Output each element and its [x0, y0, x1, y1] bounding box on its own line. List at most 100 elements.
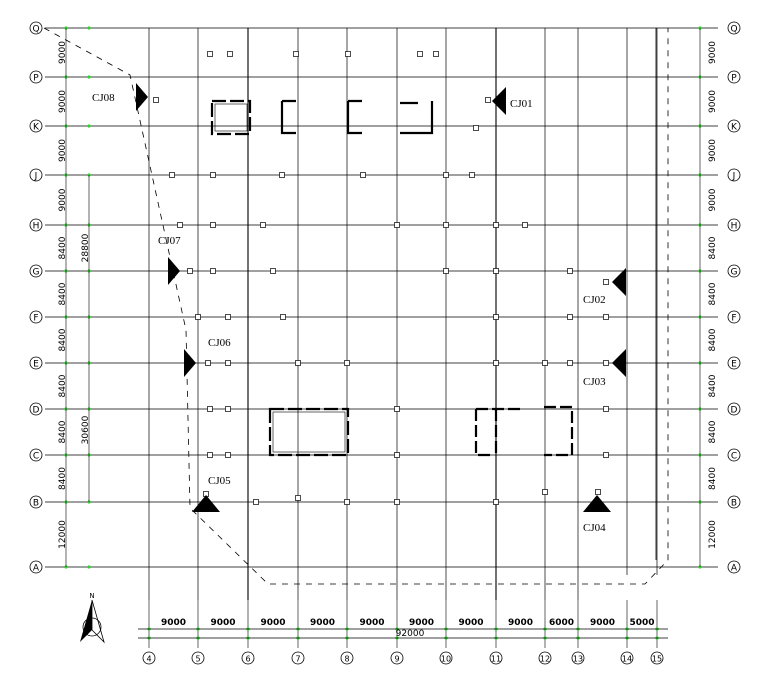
axis-label-right-H: H: [731, 222, 738, 232]
axis-label-right-E: E: [731, 360, 737, 370]
row-spacing-left: 9000: [58, 90, 68, 113]
column-marker: [207, 51, 213, 57]
axis-label-left-B: B: [33, 499, 39, 509]
column-marker: [443, 222, 449, 228]
axis-bubble-left-K: [29, 119, 43, 133]
axis-label-left-E: E: [33, 360, 39, 370]
row-spacing-right: 8400: [708, 374, 718, 397]
overall-dim-left-lower: 30600: [81, 415, 91, 444]
axis-bubble-left-J: [29, 168, 43, 182]
axis-bubble-left-E: [29, 356, 43, 370]
column-marker: [493, 360, 499, 366]
axis-bubble-bottom-7: [291, 651, 305, 665]
column-spacing: 9000: [508, 618, 533, 628]
column-marker: [603, 360, 609, 366]
north-arrow-left-half: [80, 600, 92, 642]
axis-bubble-right-C: [727, 448, 741, 462]
row-spacing-right: 12000: [708, 520, 718, 549]
column-marker: [153, 97, 159, 103]
axis-label-right-Q: Q: [730, 25, 737, 35]
axis-label-left-Q: Q: [32, 25, 39, 35]
column-marker: [567, 268, 573, 274]
row-spacing-left: 9000: [58, 139, 68, 162]
column-spacing: 6000: [549, 618, 574, 628]
axis-label-left-F: F: [33, 314, 38, 324]
settlement-marker-cj04: [583, 495, 611, 512]
row-spacing-left: 8400: [58, 467, 68, 490]
axis-bubble-bottom-8: [340, 651, 354, 665]
axis-label-right-K: K: [731, 123, 738, 133]
axis-label-bottom-4: 4: [146, 655, 151, 664]
total-width: 92000: [396, 629, 425, 639]
axis-bubble-left-C: [29, 448, 43, 462]
column-marker: [187, 268, 193, 274]
axis-bubble-right-J: [727, 168, 741, 182]
north-label: N: [89, 592, 94, 600]
column-marker: [205, 360, 211, 366]
axis-bubble-left-Q: [29, 21, 43, 35]
axis-bubble-right-H: [727, 218, 741, 232]
axis-label-right-A: A: [731, 564, 738, 574]
core-wall-4: [400, 101, 434, 135]
axis-bubble-right-A: [727, 560, 741, 574]
core-wall-7: [544, 405, 574, 457]
column-marker: [394, 406, 400, 412]
monitoring-point-label-cj03: CJ03: [583, 376, 606, 388]
row-spacing-left: 8400: [58, 236, 68, 259]
row-spacing-left: 8400: [58, 328, 68, 351]
monitoring-point-label-cj05: CJ05: [208, 475, 231, 487]
axis-bubble-left-G: [29, 264, 43, 278]
column-marker: [433, 51, 439, 57]
column-spacing: 9000: [359, 618, 384, 628]
monitoring-point-label-cj04: CJ04: [583, 522, 606, 534]
core-wall-3: [346, 99, 362, 135]
column-marker: [542, 489, 548, 495]
monitoring-point-label-cj07: CJ07: [158, 235, 181, 247]
column-marker: [603, 406, 609, 412]
row-spacing-right: 9000: [708, 41, 718, 64]
column-marker: [169, 172, 175, 178]
axis-bubble-bottom-5: [191, 651, 205, 665]
column-marker: [493, 222, 499, 228]
row-spacing-left: 8400: [58, 374, 68, 397]
column-marker: [293, 51, 299, 57]
axis-bubble-right-F: [727, 310, 741, 324]
axis-label-bottom-12: 12: [540, 655, 550, 664]
column-spacing: 9000: [310, 618, 335, 628]
column-marker: [603, 452, 609, 458]
axis-label-bottom-15: 15: [652, 655, 662, 664]
axis-bubble-bottom-12: [538, 651, 552, 665]
axis-label-bottom-10: 10: [441, 655, 451, 664]
monitoring-point-label-cj08: CJ08: [92, 92, 115, 104]
core-wall-6: [474, 407, 522, 457]
row-spacing-left: 12000: [58, 520, 68, 549]
axis-bubble-right-Q: [727, 21, 741, 35]
column-marker: [595, 489, 601, 495]
axis-label-bottom-6: 6: [245, 655, 250, 664]
axis-bubble-right-B: [727, 495, 741, 509]
axis-label-left-H: H: [33, 222, 40, 232]
axis-bubble-bottom-11: [489, 651, 503, 665]
axis-label-left-K: K: [33, 123, 40, 133]
column-marker: [493, 499, 499, 505]
grid-dot: [87, 565, 91, 569]
column-spacing: 9000: [210, 618, 235, 628]
column-spacing: 9000: [590, 618, 615, 628]
column-marker: [485, 97, 491, 103]
column-marker: [225, 406, 231, 412]
axis-bubble-right-G: [727, 264, 741, 278]
north-arrow-icon: [80, 599, 105, 644]
axis-bubble-bottom-15: [650, 651, 664, 665]
grid-dot: [87, 26, 91, 30]
axis-label-right-C: C: [731, 452, 737, 462]
core-wall-5-inner: [272, 411, 346, 453]
north-arrow-ring: [82, 617, 102, 637]
axis-label-bottom-5: 5: [195, 655, 200, 664]
column-marker: [567, 314, 573, 320]
row-spacing-left: 9000: [58, 188, 68, 211]
building-boundary: [43, 27, 669, 585]
axis-bubble-right-K: [727, 119, 741, 133]
column-spacing: 9000: [409, 618, 434, 628]
column-marker: [210, 172, 216, 178]
